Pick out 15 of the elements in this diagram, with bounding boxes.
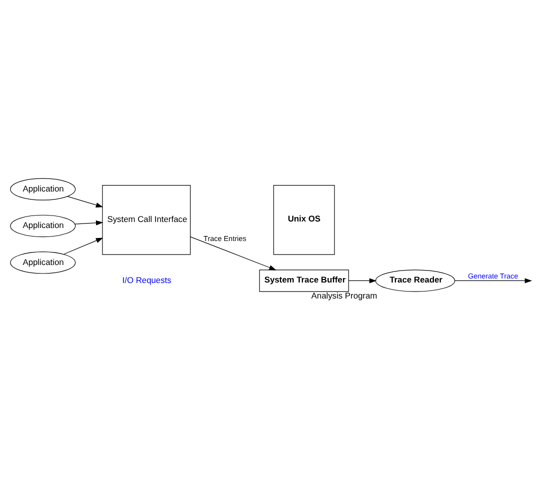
node-ellipse: Application — [10, 252, 76, 274]
label: I/O Requests — [122, 274, 172, 285]
node-box: Unix OS — [273, 185, 335, 255]
node-label: Analysis Program — [311, 290, 378, 300]
node-box: System Call Interface — [102, 185, 191, 255]
arrow — [63, 238, 104, 255]
arrow — [67, 196, 104, 208]
arrow — [74, 220, 104, 226]
arrow — [190, 236, 276, 270]
node-box: System Trace Buffer — [259, 270, 349, 292]
arrow — [454, 278, 532, 284]
node-ellipse: Application — [10, 178, 76, 200]
node-ellipse: Trace Reader — [375, 270, 456, 292]
arrow — [348, 278, 377, 284]
node-ellipse: Application — [10, 214, 76, 238]
